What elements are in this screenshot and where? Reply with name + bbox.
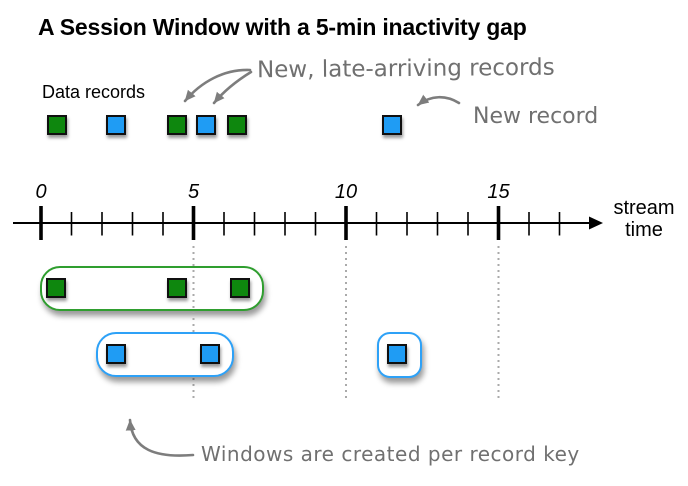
axis-tick-label: 15 <box>487 181 510 203</box>
new-record-annotation: New record <box>473 104 599 129</box>
blue-record-square <box>387 344 407 364</box>
per-key-arrow-icon <box>125 418 195 457</box>
axis-tick-label: 5 <box>187 181 200 203</box>
stream-time-line1: stream <box>613 197 675 219</box>
green-record-square <box>46 278 66 298</box>
late-records-annotation: New, late-arriving records <box>256 54 555 84</box>
axis-tick-label: 0 <box>35 181 47 203</box>
green-record-square <box>167 115 187 135</box>
green-record-square <box>227 115 247 135</box>
diagram-title: A Session Window with a 5-min inactivity… <box>38 14 527 40</box>
axis-ticks <box>39 206 561 240</box>
stream-time-line2: time <box>625 219 663 241</box>
late-record-arrow-1-icon <box>183 68 252 103</box>
late-record-arrow-2-icon <box>212 70 253 105</box>
data-records-label: Data records <box>42 82 146 102</box>
blue-record-square <box>382 115 402 135</box>
blue-record-square <box>196 115 216 135</box>
green-record-square <box>47 115 67 135</box>
axis-arrowhead-icon <box>589 216 603 230</box>
axis-tick-label: 10 <box>334 181 358 203</box>
green-record-square <box>230 278 250 298</box>
green-record-square <box>167 278 187 298</box>
blue-record-square <box>200 344 220 364</box>
green-session-window <box>40 266 264 311</box>
blue-record-square <box>106 344 126 364</box>
stream-time-axis-label: stream time <box>602 197 686 241</box>
blue-record-square <box>106 115 126 135</box>
per-key-annotation: Windows are created per record key <box>201 442 580 466</box>
new-record-arrow-icon <box>416 94 461 107</box>
